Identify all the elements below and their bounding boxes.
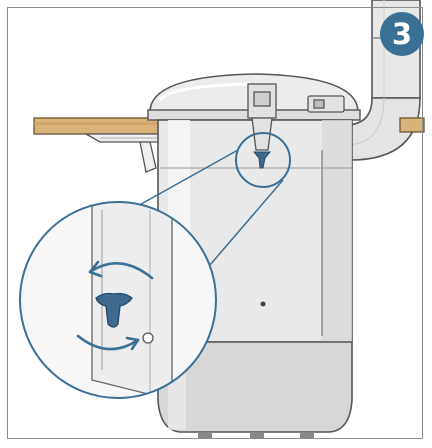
locking-knob-icon bbox=[95, 292, 133, 328]
rotate-arrows-icon bbox=[76, 260, 154, 351]
latch-bracket bbox=[247, 83, 345, 151]
focus-circle bbox=[235, 132, 291, 188]
locking-knob-small bbox=[252, 151, 272, 169]
step-number-badge: 3 bbox=[380, 12, 424, 56]
step-number: 3 bbox=[391, 16, 413, 51]
illustration-frame bbox=[7, 7, 423, 439]
magnified-detail bbox=[19, 201, 217, 399]
